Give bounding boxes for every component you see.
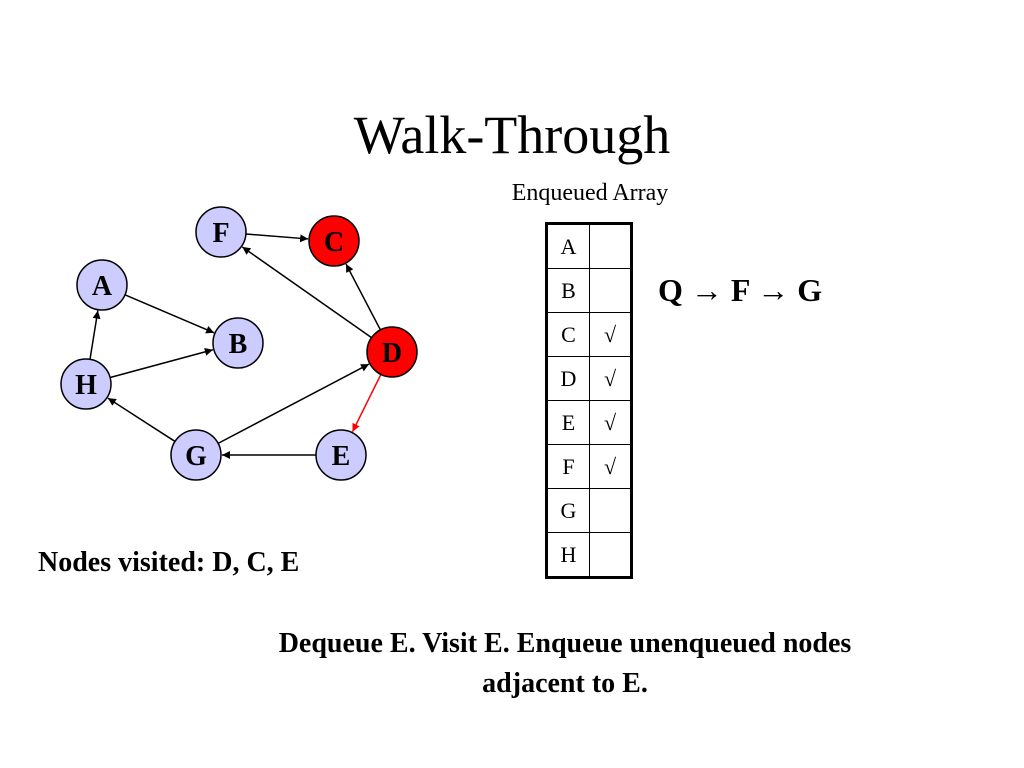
table-row: H: [546, 532, 632, 578]
edge-f-c: [245, 233, 309, 243]
array-node-cell: F: [546, 444, 590, 489]
table-row: F√: [546, 444, 632, 489]
array-node-cell: E: [546, 400, 590, 445]
node-circle: [195, 206, 247, 258]
node-circle: [366, 326, 418, 378]
node-label: H: [75, 370, 97, 401]
array-node-cell: H: [546, 532, 590, 578]
array-node-cell: D: [546, 356, 590, 401]
instruction-line-1: Dequeue E. Visit E. Enqueue unenqueued n…: [278, 628, 852, 659]
array-enqueued-mark: √: [589, 356, 632, 401]
array-enqueued-mark: [589, 488, 632, 533]
visited-nodes-text: Nodes visited: D, C, E: [38, 547, 300, 578]
edge-h-b: [109, 347, 214, 379]
table-row: B: [546, 268, 632, 313]
node-label: E: [332, 441, 351, 472]
array-node-cell: B: [546, 268, 590, 313]
node-circle: [170, 429, 222, 481]
node-label: C: [324, 227, 344, 258]
node-label: D: [382, 338, 402, 369]
table-row: G: [546, 488, 632, 533]
array-enqueued-mark: √: [589, 312, 632, 357]
table-row: E√: [546, 400, 632, 445]
table-row: A: [546, 223, 632, 269]
array-enqueued-mark: √: [589, 400, 632, 445]
node-b: B: [212, 317, 264, 369]
edge-d-c: [345, 263, 382, 331]
node-g: G: [170, 429, 222, 481]
node-d: D: [366, 326, 418, 378]
node-c: C: [308, 215, 360, 267]
node-circle: [308, 215, 360, 267]
array-enqueued-mark: [589, 532, 632, 578]
node-circle: [60, 358, 112, 410]
array-enqueued-mark: √: [589, 444, 632, 489]
edge-g-d: [217, 363, 370, 445]
node-label: A: [92, 271, 113, 302]
node-circle: [315, 429, 367, 481]
queue-state: Q → F → G: [658, 272, 823, 308]
edge-g-h: [107, 397, 176, 443]
array-node-cell: G: [546, 488, 590, 533]
node-label: B: [229, 329, 248, 360]
table-row: D√: [546, 356, 632, 401]
slide-title: Walk-Through: [353, 105, 671, 165]
node-circle: [212, 317, 264, 369]
node-label: G: [185, 441, 207, 472]
array-enqueued-mark: [589, 268, 632, 313]
edge-a-b: [124, 294, 215, 334]
node-a: A: [76, 259, 128, 311]
step-instruction: Dequeue E. Visit E. Enqueue unenqueued n…: [180, 624, 950, 704]
array-node-cell: A: [546, 223, 590, 269]
instruction-line-2: adjacent to E.: [482, 668, 648, 699]
table-row: C√: [546, 312, 632, 357]
edge-h-a: [89, 310, 101, 360]
edge-d-e: [351, 374, 382, 433]
node-circle: [76, 259, 128, 311]
edge-d-f: [241, 246, 372, 339]
graph-diagram: A B C D E F G H: [60, 206, 418, 481]
array-node-cell: C: [546, 312, 590, 357]
array-enqueued-mark: [589, 223, 632, 269]
node-h: H: [60, 358, 112, 410]
node-f: F: [195, 206, 247, 258]
node-label: F: [212, 218, 229, 249]
enqueued-array-caption: Enqueued Array: [511, 180, 669, 206]
node-e: E: [315, 429, 367, 481]
